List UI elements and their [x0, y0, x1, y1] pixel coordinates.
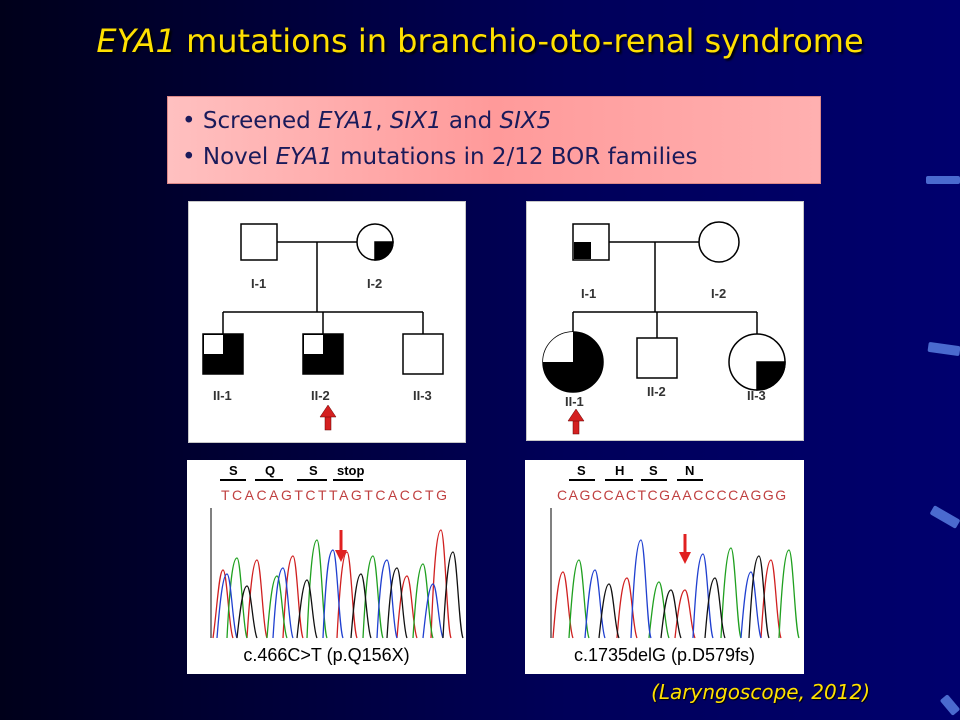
- codon-1-2: S: [309, 463, 318, 478]
- ped2-label-ii2: II-2: [647, 384, 666, 399]
- sequence-1: TCACAGTCTTAGTCACCTG: [221, 487, 449, 503]
- chromatogram-1: S Q S stop TCACAGTCTTAGTCACCTG: [187, 460, 466, 640]
- mutation-arrow-1: [335, 530, 347, 562]
- decor-bar-4: [939, 694, 960, 716]
- mutation-label-2: c.1735delG (p.D579fs): [525, 640, 804, 674]
- ped2-label-i2: I-2: [711, 286, 726, 301]
- ped1-label-ii2: II-2: [311, 388, 330, 403]
- codon-2-3: N: [685, 463, 694, 478]
- summary-line-1: • Screened EYA1, SIX1 and SIX5: [182, 108, 552, 134]
- ped1-label-ii3: II-3: [413, 388, 432, 403]
- summary-line-2: • Novel EYA1 mutations in 2/12 BOR famil…: [182, 144, 698, 170]
- proband-arrow-1: [319, 404, 337, 431]
- codon-1-3: stop: [337, 463, 365, 478]
- decor-bar-2: [927, 341, 960, 357]
- codon-1-0: S: [229, 463, 238, 478]
- codon-2-2: S: [649, 463, 658, 478]
- slide-title: EYA1 mutations in branchio-oto-renal syn…: [0, 22, 960, 60]
- title-gene: EYA1: [96, 22, 176, 60]
- ped1-label-i2: I-2: [367, 276, 382, 291]
- decor-bar-1: [926, 176, 960, 184]
- title-rest: mutations in branchio-oto-renal syndrome: [175, 22, 864, 60]
- codon-2-0: S: [577, 463, 586, 478]
- chromatogram-2: S H S N CAGCCACTCGAACCCCAGGG: [525, 460, 804, 640]
- sequence-2: CAGCCACTCGAACCCCAGGG: [557, 487, 788, 503]
- mutation-label-1: c.466C>T (p.Q156X): [187, 640, 466, 674]
- summary-box: • Screened EYA1, SIX1 and SIX5 • Novel E…: [167, 96, 821, 184]
- decor-bar-3: [929, 505, 960, 529]
- ped1-label-i1: I-1: [251, 276, 266, 291]
- ped1-label-ii1: II-1: [213, 388, 232, 403]
- pedigree-2: I-1 I-2 II-1 II-2 II-3: [526, 201, 804, 441]
- ped2-label-ii1: II-1: [565, 394, 584, 409]
- ped2-label-i1: I-1: [581, 286, 596, 301]
- pedigree-1: I-1 I-2 II-1 II-2 II-3: [188, 201, 466, 443]
- proband-arrow-2: [567, 408, 585, 435]
- codon-1-1: Q: [265, 463, 275, 478]
- citation: (Laryngoscope, 2012): [651, 680, 870, 704]
- codon-2-1: H: [615, 463, 624, 478]
- mutation-arrow-2: [679, 534, 691, 564]
- ped2-label-ii3: II-3: [747, 388, 766, 403]
